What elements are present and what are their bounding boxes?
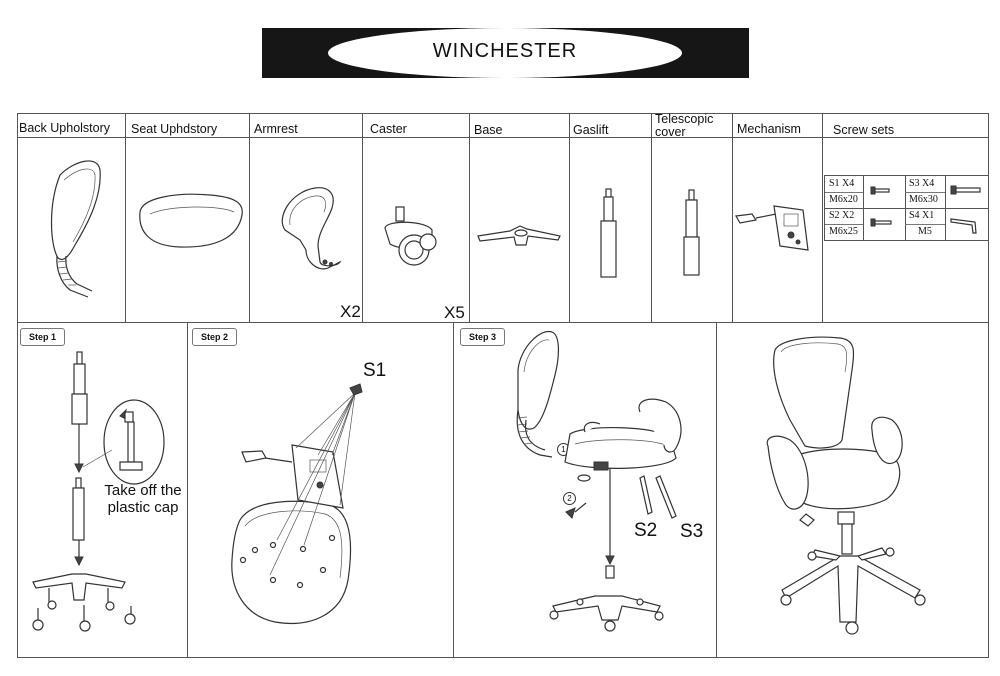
part-label-telescopic-cover: Telescopic cover: [655, 112, 714, 139]
screw-s1-code: S1 X4: [829, 178, 855, 189]
steps-divider: [453, 322, 454, 658]
steps-divider: [716, 322, 717, 658]
armrest-drawing: [281, 187, 342, 270]
step-1-callout: Take off the plastic cap: [104, 482, 182, 516]
parts-divider: [125, 113, 126, 322]
screw-s2-code: S2 X2: [829, 210, 855, 221]
step-3-screw-label-s3: S3: [680, 521, 704, 542]
screw-set-table: S1 X4 M6x20 S2 X2 M6x25 S3 X4 M6x30 S4 X…: [824, 175, 989, 241]
part-label-base: Base: [474, 123, 503, 137]
screw-s3-code: S3 X4: [909, 178, 935, 189]
steps-divider: [187, 322, 188, 658]
caster-quantity: X5: [444, 303, 465, 322]
armrest-quantity: X2: [340, 302, 361, 321]
telescopic-cover-drawing: [683, 189, 700, 276]
part-label-caster: Caster: [370, 122, 407, 136]
caster-drawing: [384, 206, 437, 266]
parts-divider: [822, 113, 823, 322]
part-label-screw-sets: Screw sets: [833, 123, 895, 137]
parts-divider: [732, 113, 733, 322]
step-3-drawing: [516, 330, 682, 632]
part-label-gaslift: Gaslift: [573, 123, 609, 137]
step-2-screw-label: S1: [363, 360, 387, 381]
screw-s2-size: M6x25: [829, 226, 858, 237]
base-drawing: [477, 225, 561, 246]
step-3-marker-2: 2: [563, 492, 576, 505]
step-3-tag: Step 3: [460, 328, 506, 346]
gaslift-drawing: [600, 188, 617, 278]
screw-icons: [870, 185, 981, 234]
screw-s3-size: M6x30: [909, 194, 938, 205]
assembled-chair-drawing: [766, 336, 926, 635]
step-1-drawing: [32, 351, 165, 632]
part-label-back: Back Upholstory: [19, 121, 111, 135]
parts-divider: [362, 113, 363, 322]
parts-header-divider: [17, 137, 989, 138]
parts-divider: [569, 113, 570, 322]
instruction-frame: [17, 113, 989, 658]
screw-s2-icon: [870, 218, 892, 227]
step-3-screw-label-s2: S2: [634, 520, 658, 541]
parts-steps-divider: [17, 322, 989, 323]
step-2-drawing: [231, 383, 363, 624]
title-oval: [328, 28, 682, 78]
parts-divider: [469, 113, 470, 322]
parts-divider: [651, 113, 652, 322]
screw-s4-size: M5: [918, 226, 932, 237]
part-label-armrest: Armrest: [254, 122, 298, 136]
screw-s4-code: S4 X1: [909, 210, 935, 221]
screw-s1-size: M6x20: [829, 194, 858, 205]
hex-key-icon: [950, 218, 977, 234]
back-upholstery-drawing: [50, 160, 101, 298]
part-label-mechanism: Mechanism: [737, 122, 801, 136]
step-2-tag: Step 2: [192, 328, 238, 346]
part-label-seat: Seat Uphdstory: [131, 122, 218, 136]
document-title: WINCHESTER: [432, 40, 578, 62]
mechanism-drawing: [735, 205, 809, 251]
step-1-tag: Step 1: [20, 328, 66, 346]
screw-s3-icon: [950, 185, 981, 195]
screw-s1-icon: [870, 186, 890, 195]
parts-divider: [249, 113, 250, 322]
